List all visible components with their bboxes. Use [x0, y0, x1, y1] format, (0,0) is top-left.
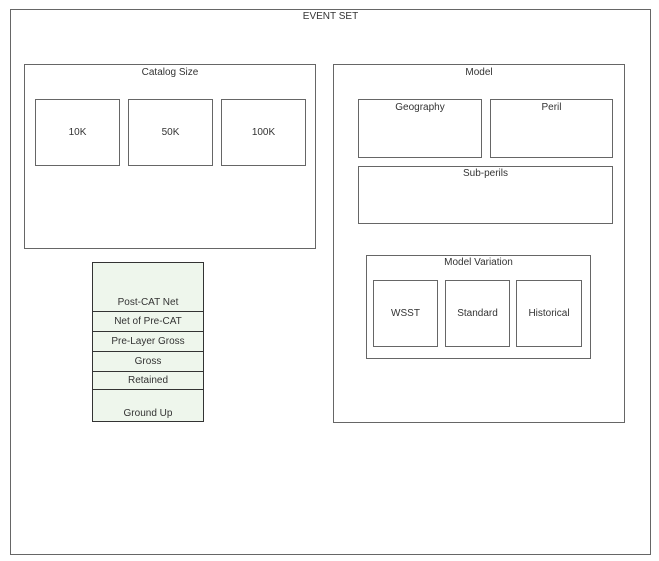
layer-label: Retained	[127, 375, 169, 386]
variation-option-label: WSST	[391, 308, 420, 319]
variation-option-label: Standard	[457, 308, 498, 319]
catalog-option-50k[interactable]: 50K	[128, 99, 213, 166]
layer-label: Post-CAT Net	[117, 297, 179, 308]
catalog-option-label: 10K	[68, 127, 87, 138]
event-set-title: EVENT SET	[302, 11, 359, 22]
variation-option-wsst[interactable]: WSST	[373, 280, 438, 347]
layer-label: Ground Up	[123, 408, 173, 419]
layer-gross[interactable]: Gross	[93, 351, 203, 371]
variation-option-label: Historical	[528, 308, 570, 319]
catalog-option-100k[interactable]: 100K	[221, 99, 306, 166]
layer-retained[interactable]: Retained	[93, 371, 203, 389]
layer-net-of-pre-cat[interactable]: Net of Pre-CAT	[93, 311, 203, 331]
layer-label: Pre-Layer Gross	[111, 336, 185, 347]
catalog-option-10k[interactable]: 10K	[35, 99, 120, 166]
catalog-option-label: 50K	[161, 127, 180, 138]
catalog-size-title: Catalog Size	[141, 67, 199, 78]
model-variation-title: Model Variation	[444, 257, 513, 268]
sub-perils-label: Sub-perils	[462, 168, 509, 179]
layer-post-cat-net[interactable]: Post-CAT Net	[93, 263, 203, 311]
model-title: Model	[465, 67, 493, 78]
peril-box[interactable]: Peril	[490, 99, 613, 158]
layer-pre-layer-gross[interactable]: Pre-Layer Gross	[93, 331, 203, 351]
layer-label: Gross	[134, 356, 162, 367]
geography-box[interactable]: Geography	[358, 99, 482, 158]
variation-option-standard[interactable]: Standard	[445, 280, 510, 347]
geography-label: Geography	[395, 102, 445, 113]
layer-ground-up[interactable]: Ground Up	[93, 389, 203, 421]
variation-option-historical[interactable]: Historical	[516, 280, 582, 347]
layer-label: Net of Pre-CAT	[114, 316, 182, 327]
peril-label: Peril	[541, 102, 562, 113]
layer-stack: Post-CAT Net Net of Pre-CAT Pre-Layer Gr…	[92, 262, 204, 422]
catalog-option-label: 100K	[251, 127, 276, 138]
sub-perils-box[interactable]: Sub-perils	[358, 166, 613, 224]
